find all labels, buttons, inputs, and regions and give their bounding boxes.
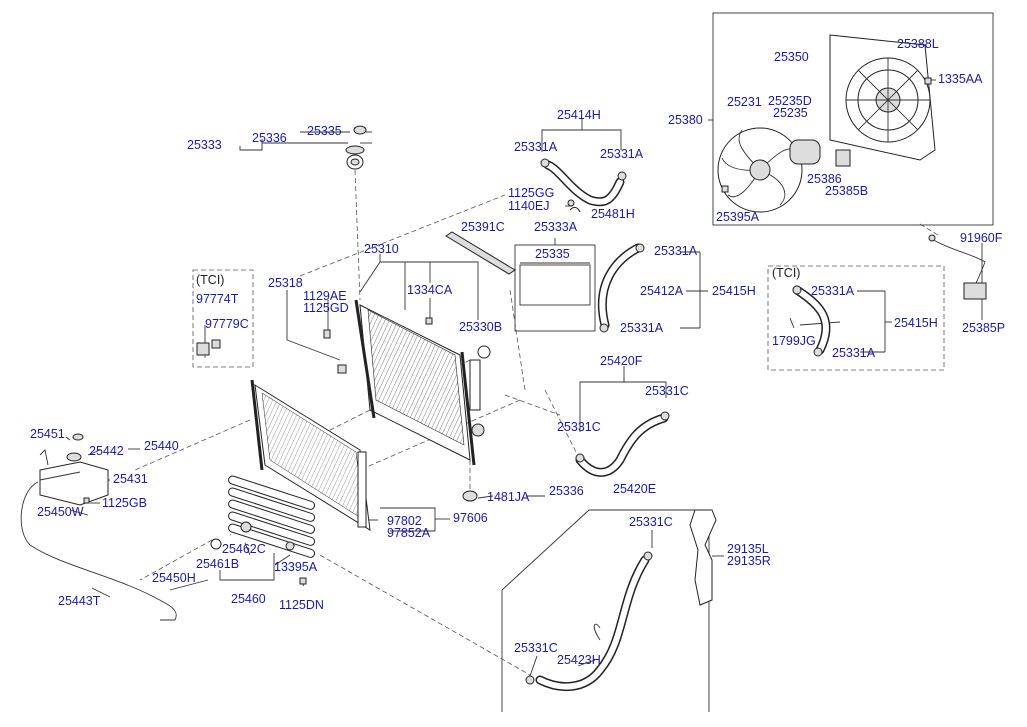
- air-guard: [689, 509, 717, 606]
- cooling-fan: [717, 127, 851, 213]
- label-25331a-6: 25331A: [832, 346, 876, 360]
- label-25331a-4: 25331A: [620, 321, 664, 335]
- label-25333: 25333: [187, 138, 222, 152]
- label-97774t: 97774T: [196, 292, 239, 306]
- radiator-cap-top: [345, 125, 367, 170]
- label-tci-left: (TCI): [196, 273, 225, 287]
- condenser: [250, 379, 371, 531]
- label-97852a: 97852A: [387, 526, 431, 540]
- upper-hose: [540, 158, 627, 213]
- label-25442: 25442: [89, 444, 124, 458]
- label-97802: 97802: [387, 514, 422, 528]
- label-25450w: 25450W: [37, 505, 84, 519]
- label-25385p: 25385P: [962, 321, 1006, 335]
- label-97779c: 97779C: [205, 317, 249, 331]
- label-1125gg: 1125GG: [508, 186, 555, 200]
- label-1335aa: 1335AA: [938, 72, 983, 86]
- fan-shroud: [829, 34, 936, 161]
- label-13395a: 13395A: [274, 560, 318, 574]
- label-25331a-5: 25331A: [811, 284, 855, 298]
- label-25450h: 25450H: [152, 571, 196, 585]
- tci-hose: [789, 285, 831, 357]
- label-1140ej: 1140EJ: [508, 199, 550, 213]
- label-25415h-2: 25415H: [894, 316, 938, 330]
- label-25331a-1: 25331A: [514, 140, 558, 154]
- radiator-seal-strip: [445, 231, 516, 275]
- label-1799jg: 1799JG: [772, 334, 816, 348]
- label-25331c-1: 25331C: [645, 384, 689, 398]
- label-25412a: 25412A: [640, 284, 684, 298]
- label-25350: 25350: [774, 50, 809, 64]
- label-1129ae: 1129AE: [303, 289, 347, 303]
- hose-25423h: [525, 551, 653, 692]
- label-25462c: 25462C: [222, 542, 266, 556]
- label-25318: 25318: [268, 276, 303, 290]
- label-25388l: 25388L: [897, 37, 939, 51]
- label-25335-box: 25335: [535, 247, 570, 261]
- label-25336-low: 25336: [549, 484, 584, 498]
- mount-rubber: [462, 490, 478, 502]
- label-1125gd: 1125GD: [303, 301, 349, 315]
- label-25451: 25451: [30, 427, 65, 441]
- label-25481h: 25481H: [591, 207, 635, 221]
- label-25235: 25235: [773, 106, 808, 120]
- label-25414h: 25414H: [557, 108, 601, 122]
- label-97606: 97606: [453, 511, 488, 525]
- radiator-bolt: [425, 317, 433, 325]
- label-1481ja: 1481JA: [487, 490, 530, 504]
- label-25331c-2: 25331C: [557, 420, 601, 434]
- label-1125dn: 1125DN: [279, 598, 324, 612]
- label-29135l: 29135L: [727, 542, 769, 556]
- label-25443t: 25443T: [58, 594, 101, 608]
- oil-cooler: [210, 475, 316, 585]
- label-25391c: 25391C: [461, 220, 505, 234]
- label-91960f: 91960F: [960, 231, 1003, 245]
- radiator: [354, 299, 491, 466]
- label-25420e: 25420E: [613, 482, 657, 496]
- fan-assembly-box: [712, 12, 994, 226]
- label-25330b: 25330B: [459, 320, 503, 334]
- tci-left-box: [192, 269, 254, 368]
- label-25235d: 25235D: [768, 94, 812, 108]
- label-1334ca: 1334CA: [407, 283, 453, 297]
- label-25331a-2: 25331A: [600, 147, 644, 161]
- label-25461b: 25461B: [196, 557, 240, 571]
- label-25440: 25440: [144, 439, 179, 453]
- label-25380: 25380: [668, 113, 703, 127]
- label-1125gb: 1125GB: [102, 496, 147, 510]
- label-25333a: 25333A: [534, 220, 578, 234]
- label-25385b: 25385B: [825, 184, 869, 198]
- label-25431: 25431: [113, 472, 148, 486]
- label-25310: 25310: [364, 242, 399, 256]
- label-25331a-3: 25331A: [654, 244, 698, 258]
- label-tci-right: (TCI): [772, 266, 801, 280]
- coolant-reservoir: [20, 433, 177, 621]
- label-29135r: 29135R: [727, 554, 771, 568]
- fan-wiring: [928, 234, 987, 300]
- label-25423h: 25423H: [557, 653, 601, 667]
- label-25460: 25460: [231, 592, 266, 606]
- label-25335-top: 25335: [307, 124, 342, 138]
- label-25331c-4: 25331C: [514, 641, 558, 655]
- label-25331c-3: 25331C: [629, 515, 673, 529]
- tci-right-box: [767, 265, 945, 371]
- hose-25420f: [575, 411, 670, 477]
- label-25336-top: 25336: [252, 131, 287, 145]
- label-25395a: 25395A: [716, 210, 760, 224]
- tci-bracket: [196, 325, 221, 356]
- label-25415h-1: 25415H: [712, 284, 756, 298]
- label-25231: 25231: [727, 95, 762, 109]
- label-25420f: 25420F: [600, 354, 643, 368]
- hose-25412a: [597, 243, 645, 333]
- label-25386: 25386: [807, 172, 842, 186]
